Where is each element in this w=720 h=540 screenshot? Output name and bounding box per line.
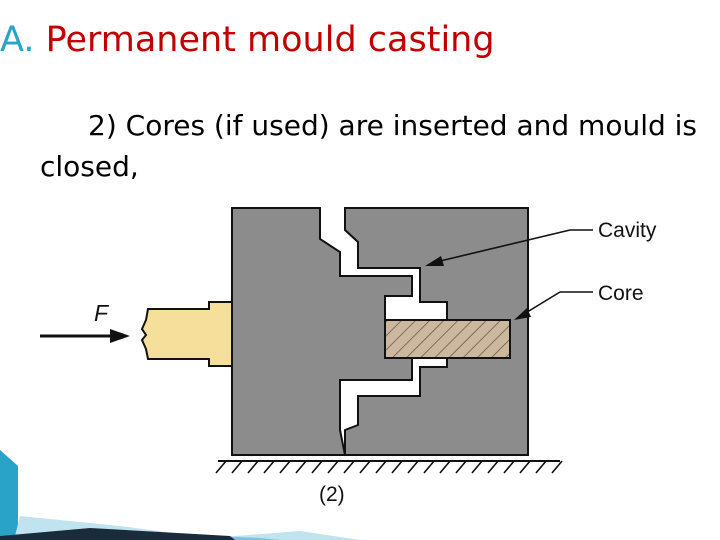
- core-block: [384, 319, 511, 359]
- step-description: 2) Cores (if used) are inserted and moul…: [40, 106, 700, 187]
- core-leader: [523, 291, 593, 315]
- cavity-arrowhead: [425, 256, 444, 266]
- ground-hatching: [215, 460, 563, 474]
- slide-title: A. Permanent mould casting: [0, 20, 495, 60]
- cavity-label: Cavity: [598, 219, 657, 242]
- core-arrowhead: [514, 308, 531, 320]
- title-text: Permanent mould casting: [45, 20, 495, 60]
- force-label: F: [94, 300, 110, 326]
- mould-diagram: F Cavity Core (2): [0, 207, 657, 540]
- title-prefix: A.: [0, 20, 35, 60]
- core-label: Core: [598, 282, 644, 305]
- cavity-leader: [435, 229, 593, 263]
- ejector-rod: [140, 301, 235, 367]
- step-caption: (2): [319, 483, 345, 506]
- corner-ribbon: [0, 450, 360, 540]
- step-description-text: 2) Cores (if used) are inserted and moul…: [40, 109, 698, 183]
- force-arrow: [40, 329, 130, 343]
